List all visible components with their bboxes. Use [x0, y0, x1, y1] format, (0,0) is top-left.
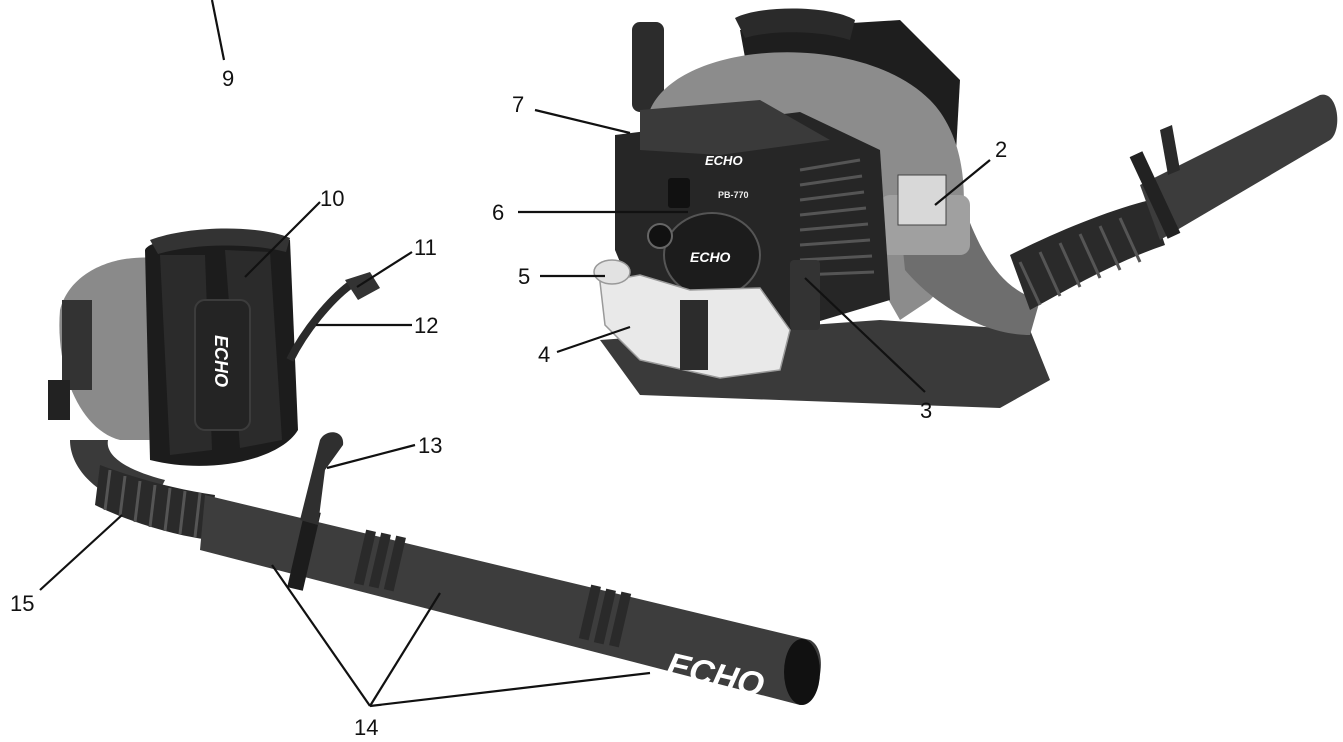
callout-6: 6: [492, 200, 504, 225]
housing-bracket: [48, 380, 70, 420]
leader-7: [534, 108, 631, 135]
callout-2: 2: [995, 137, 1007, 162]
brand-logo-backpad: ECHO: [211, 335, 231, 387]
spark-plug-cover: [790, 260, 820, 330]
pipe-handle-left: [300, 432, 344, 525]
upright-handle: [632, 22, 664, 112]
leader-11: [356, 251, 413, 288]
flex-hose-left: [95, 465, 215, 540]
callout-4: 4: [538, 342, 550, 367]
callout-3: 3: [920, 398, 932, 423]
left-blower-view: ECHO: [48, 228, 821, 705]
leader-2: [934, 159, 991, 206]
leader-14c: [369, 671, 651, 708]
warning-label: [897, 174, 947, 226]
leader-10: [244, 201, 321, 278]
throttle-cable: [286, 281, 353, 362]
leader-lines: [39, 0, 991, 708]
fuel-cap: [593, 259, 631, 285]
pipe-clamp-left: [287, 509, 321, 591]
brand-logo-engine: ECHO: [705, 153, 743, 168]
brand-logo-starter: ECHO: [690, 249, 731, 265]
carry-handle: [735, 8, 855, 41]
leader-9: [210, 0, 226, 61]
housing-vent-left: [62, 300, 92, 390]
callout-5: 5: [518, 264, 530, 289]
flex-hose-right: [1010, 200, 1165, 310]
model-label: PB-770: [718, 190, 749, 200]
leader-4: [556, 325, 631, 354]
callout-7: 7: [512, 92, 524, 117]
callout-13: 13: [418, 433, 442, 458]
tank-strap: [680, 300, 708, 370]
choke-lever: [668, 178, 690, 208]
leader-13: [326, 443, 416, 470]
callout-12: 12: [414, 313, 438, 338]
callout-labels: 2 3 4 5 6 7 9 10 11 12 13 14 15: [10, 66, 1007, 740]
primer-pump: [647, 223, 673, 249]
blower-pipe-right: [1140, 94, 1338, 240]
callout-11: 11: [414, 235, 437, 260]
cooling-fins: [799, 158, 875, 277]
engine-shroud: [640, 100, 830, 155]
backpack-handle: [150, 228, 290, 254]
pipe-nozzle: [784, 639, 820, 705]
leader-14b: [369, 592, 441, 707]
pipe-grip-2: [578, 584, 632, 648]
blower-pipe-left: [200, 495, 821, 705]
callout-9: 9: [222, 66, 234, 91]
callout-14: 14: [354, 715, 378, 740]
leader-3: [804, 277, 926, 393]
pipe-handle-right: [1160, 125, 1180, 175]
pipe-grip-1: [353, 529, 406, 592]
pipe-clamp-right: [1129, 151, 1181, 239]
callout-10: 10: [320, 186, 344, 211]
right-blower-view: ECHO ECHO PB-770: [593, 8, 1338, 408]
leader-14a: [271, 564, 371, 707]
leader-15: [39, 514, 123, 591]
back-pad: [194, 299, 251, 431]
callout-15: 15: [10, 591, 34, 616]
